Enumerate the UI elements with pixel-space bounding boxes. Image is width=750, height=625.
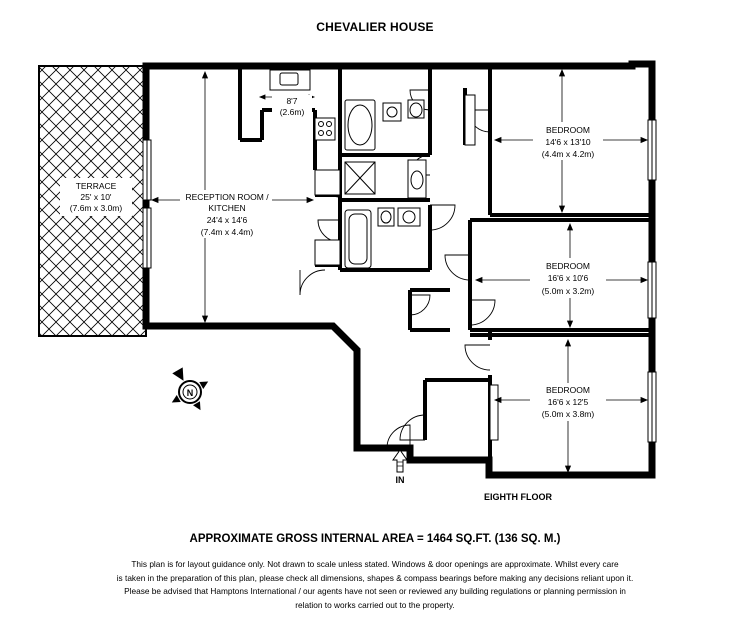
terrace-name: TERRACE: [76, 181, 117, 191]
terrace-size-imperial: 25' x 10': [80, 192, 112, 202]
outer-walls: [142, 60, 656, 479]
bedroom1-size-metric: (4.4m x 4.2m): [542, 149, 595, 159]
bedroom3-size-imperial: 16'6 x 12'5: [548, 397, 589, 407]
reception-size-metric: (7.4m x 4.4m): [201, 227, 254, 237]
bathroom-fittings: [344, 99, 427, 269]
bedroom1-size-imperial: 14'6 x 13'10: [545, 137, 591, 147]
disclaimer-line: Please be advised that Hamptons Internat…: [124, 586, 626, 597]
kitchen-fittings: [269, 69, 336, 141]
compass-letter: N: [187, 388, 194, 398]
wardrobes: [314, 94, 499, 441]
bedroom1-name: BEDROOM: [546, 125, 590, 135]
reception-name-line2: KITCHEN: [208, 203, 245, 213]
kitchen-recess-size-imperial: 8'7: [286, 96, 297, 106]
reception-name-line1: RECEPTION ROOM /: [185, 192, 269, 202]
bedroom2-name: BEDROOM: [546, 261, 590, 271]
compass-icon: N: [171, 367, 209, 411]
kitchen-recess-size-metric: (2.6m): [280, 107, 305, 117]
floor-label: EIGHTH FLOOR: [484, 492, 552, 502]
gross-area-text: APPROXIMATE GROSS INTERNAL AREA = 1464 S…: [189, 533, 561, 545]
reception-size-imperial: 24'4 x 14'6: [207, 215, 248, 225]
interior-walls: [238, 66, 652, 475]
entrance-label: IN: [396, 475, 405, 485]
disclaimer-line: This plan is for layout guidance only. N…: [131, 559, 619, 569]
bedroom3-name: BEDROOM: [546, 385, 590, 395]
terrace-size-metric: (7.6m x 3.0m): [70, 203, 123, 213]
bedroom3-size-metric: (5.0m x 3.8m): [542, 409, 595, 419]
disclaimer: This plan is for layout guidance only. N…: [10, 558, 740, 612]
entrance-marker: IN: [392, 449, 408, 485]
windows: [142, 119, 657, 443]
disclaimer-line: relation to works carried out to the pro…: [295, 599, 455, 610]
room-labels: 8'7 (2.6m) RECEPTION ROOM / KITCHEN 24'4…: [180, 95, 606, 421]
terrace: TERRACE 25' x 10' (7.6m x 3.0m): [38, 65, 147, 337]
disclaimer-line: is taken in the preparation of this plan…: [116, 572, 634, 583]
bedroom2-size-imperial: 16'6 x 10'6: [548, 273, 589, 283]
plan-title: CHEVALIER HOUSE: [316, 20, 434, 34]
bedroom2-size-metric: (5.0m x 3.2m): [542, 286, 595, 296]
